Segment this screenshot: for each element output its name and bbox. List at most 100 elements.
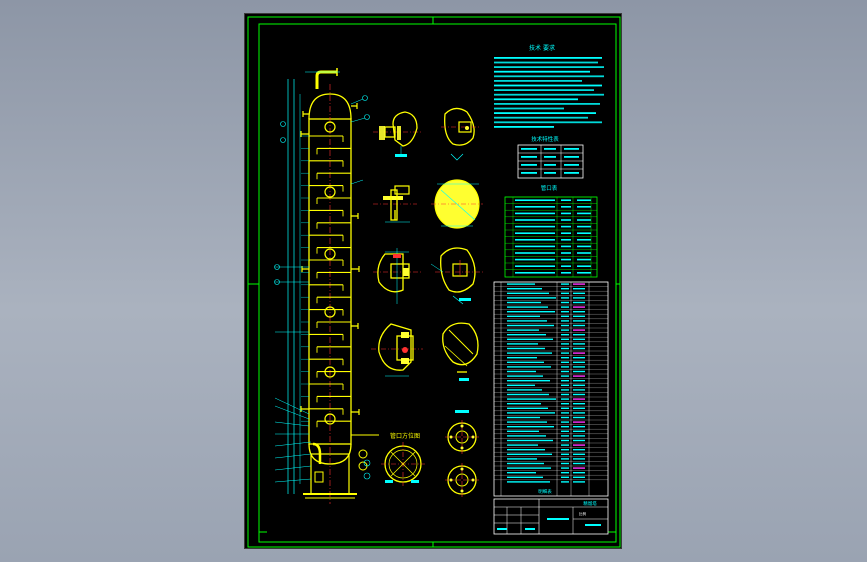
leader-lines-right — [350, 98, 366, 185]
parts-row-qty-26 — [561, 403, 569, 405]
parts-row-name-27 — [507, 407, 548, 409]
parts-row-mat-33 — [573, 435, 585, 437]
callout-bubbles-left — [274, 121, 286, 285]
parts-row-qty-19 — [561, 370, 569, 373]
title-block-scale: 比例 — [579, 511, 587, 516]
parts-row-qty-36 — [561, 449, 569, 451]
nozzle-row-use-5 — [577, 232, 591, 234]
parts-row-mat-22 — [573, 384, 585, 386]
parts-row-qty-28 — [561, 412, 569, 414]
parts-row-name-9 — [507, 324, 554, 327]
parts-row-qty-2 — [561, 292, 569, 294]
parts-row-qty-3 — [561, 297, 569, 299]
nozzle-row-size-0 — [561, 199, 571, 201]
parts-row-qty-14 — [561, 347, 569, 350]
manway-5 — [324, 366, 336, 378]
parts-row-qty-29 — [561, 416, 569, 419]
parts-row-name-41 — [507, 472, 536, 474]
parts-row-qty-41 — [561, 472, 569, 474]
parts-row-mat-4 — [573, 301, 585, 304]
nozzle-table: 管口表 — [504, 184, 598, 278]
parts-row-mat-37 — [573, 453, 585, 455]
parts-row-name-18 — [507, 366, 551, 368]
parts-row-mat-42 — [573, 476, 585, 478]
parts-row-name-43 — [507, 481, 550, 483]
parts-row-name-0 — [507, 283, 535, 285]
nozzle-row-text-8 — [515, 252, 555, 254]
nozzle-row-text-1 — [515, 206, 555, 208]
nozzle-row-text-10 — [515, 265, 555, 267]
parts-row-mat-24 — [573, 393, 585, 396]
drawing-sheet: 管口方位图 技术 要求 技术特性表 管口表 明细表 — [244, 13, 622, 549]
parts-row-name-13 — [507, 343, 538, 345]
parts-row-mat-1 — [573, 288, 585, 290]
parts-row-mat-31 — [573, 426, 585, 428]
parts-row-name-20 — [507, 375, 543, 377]
parts-row-qty-13 — [561, 343, 569, 345]
parts-row-qty-18 — [561, 366, 569, 368]
technical-requirements: 技术 要求 — [494, 44, 604, 128]
spec-line-10 — [494, 98, 578, 101]
parts-row-mat-7 — [573, 315, 585, 317]
parts-row-name-22 — [507, 384, 535, 386]
design-cell-b-0 — [544, 148, 556, 150]
design-cell-c-0 — [564, 148, 579, 150]
parts-row-qty-0 — [561, 283, 569, 285]
parts-row-name-31 — [507, 426, 554, 428]
parts-row-name-10 — [507, 329, 539, 331]
parts-row-name-40 — [507, 467, 551, 469]
spec-line-16 — [494, 126, 554, 128]
parts-row-qty-38 — [561, 458, 569, 460]
callout-bubbles — [362, 95, 371, 480]
parts-row-mat-26 — [573, 403, 585, 405]
detail-8 — [442, 322, 479, 381]
parts-list: 明细表 — [493, 281, 609, 497]
parts-row-qty-16 — [561, 357, 569, 359]
parts-row-name-25 — [507, 398, 556, 400]
parts-row-name-12 — [507, 338, 553, 340]
nozzle-row-use-6 — [577, 239, 591, 241]
nozzle-row-use-9 — [577, 258, 591, 261]
parts-row-qty-37 — [561, 453, 569, 455]
spec-line-11 — [494, 103, 600, 105]
parts-row-qty-20 — [561, 375, 569, 377]
parts-row-qty-27 — [561, 407, 569, 409]
parts-row-name-26 — [507, 403, 541, 405]
parts-row-name-17 — [507, 361, 544, 363]
parts-row-mat-16 — [573, 357, 585, 359]
parts-row-qty-11 — [561, 334, 569, 336]
nozzle-row-text-9 — [515, 258, 555, 261]
parts-row-name-39 — [507, 462, 544, 465]
spec-line-7 — [494, 84, 602, 87]
title-block: 精馏塔 比例 — [493, 498, 609, 535]
spec-title: 技术 要求 — [529, 44, 555, 52]
parts-row-mat-21 — [573, 380, 585, 382]
parts-row-mat-39 — [573, 462, 585, 465]
parts-row-qty-8 — [561, 320, 569, 322]
parts-row-qty-6 — [561, 311, 569, 313]
parts-row-qty-7 — [561, 315, 569, 317]
design-cell-a-1 — [521, 156, 537, 158]
parts-row-name-37 — [507, 453, 552, 455]
manway-6 — [324, 413, 336, 425]
nozzle-row-text-3 — [515, 219, 555, 221]
tray-set — [301, 135, 351, 428]
spec-text-lines — [494, 57, 604, 128]
tower-elevation — [274, 68, 379, 504]
nozzle-row-use-4 — [577, 225, 591, 228]
parts-row-mat-13 — [573, 343, 585, 345]
parts-row-name-34 — [507, 439, 553, 442]
parts-row-mat-9 — [573, 324, 585, 327]
parts-row-mat-43 — [573, 481, 585, 483]
parts-row-name-32 — [507, 430, 539, 432]
parts-row-name-2 — [507, 292, 549, 294]
nozzle-row-size-2 — [561, 212, 571, 215]
detail-3 — [373, 185, 417, 223]
nozzle-row-size-9 — [561, 258, 571, 261]
parts-row-qty-1 — [561, 288, 569, 290]
parts-row-mat-38 — [573, 458, 585, 460]
nozzle-row-text-4 — [515, 225, 555, 228]
spec-line-9 — [494, 93, 604, 96]
parts-row-mat-20 — [573, 375, 585, 377]
nozzle-row-size-7 — [561, 245, 571, 248]
